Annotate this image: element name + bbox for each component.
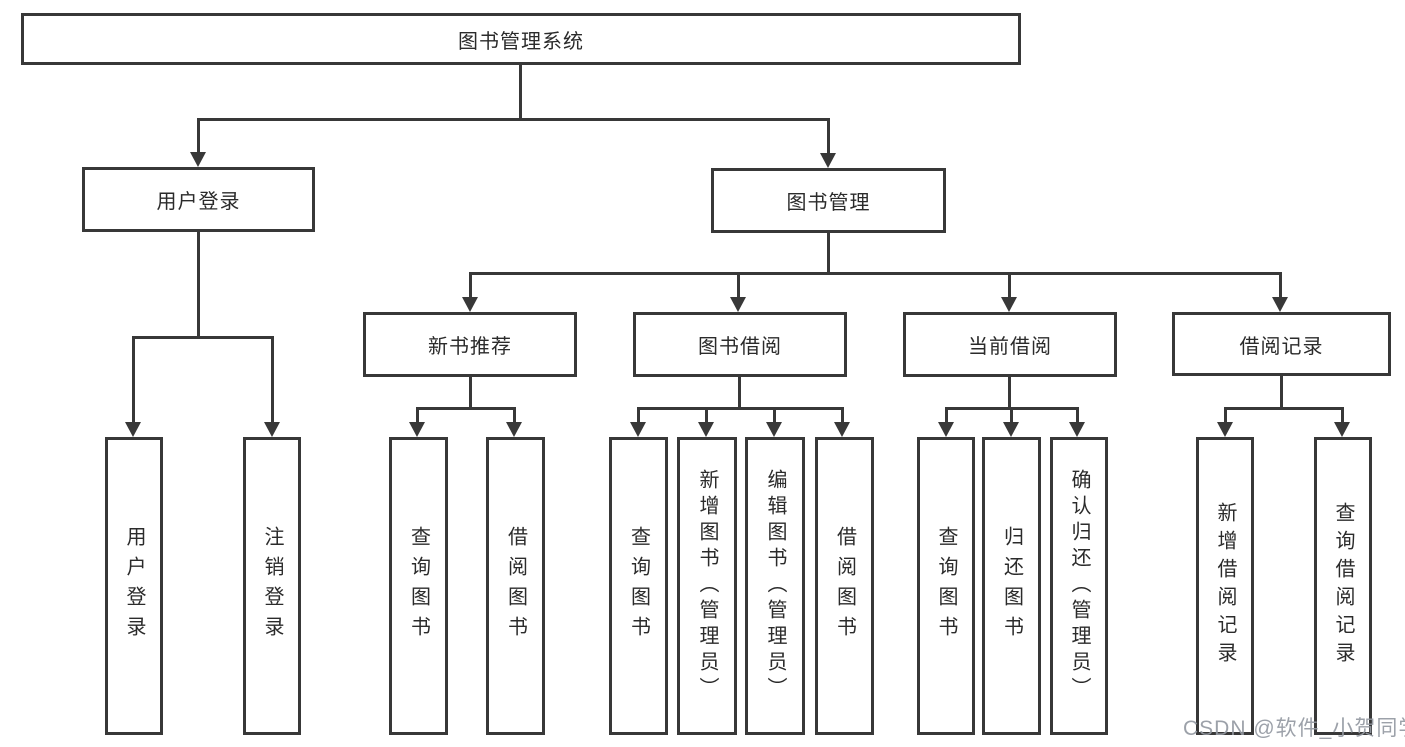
leaf-cb-return-book-label: 归还图书: [1000, 526, 1023, 646]
node-root: 图书管理系统: [21, 13, 1021, 65]
leaf-br-query-record: 查询借阅记录: [1314, 437, 1372, 735]
connector-drop-bb-query: [637, 407, 640, 423]
node-book-borrow-label: 图书借阅: [698, 336, 782, 358]
arrowhead-rec-query: [409, 422, 425, 437]
leaf-rec-query-book: 查询图书: [389, 437, 448, 735]
arrowhead-rec-borrow: [506, 422, 522, 437]
node-book-borrow: 图书借阅: [633, 312, 847, 377]
arrowhead-cb-confirm: [1069, 422, 1085, 437]
leaf-br-query-record-label: 查询借阅记录: [1332, 502, 1354, 670]
connector-book-borrow-bus: [637, 407, 844, 410]
leaf-rec-borrow-book-label: 借阅图书: [504, 526, 527, 646]
connector-borrow-record-stem: [1280, 376, 1283, 407]
connector-drop-bb-edit: [773, 407, 776, 423]
arrowhead-bb-borrow: [834, 422, 850, 437]
leaf-bb-edit-book: 编辑图书（管理员）: [745, 437, 805, 735]
arrowhead-bb-query: [630, 422, 646, 437]
arrowhead-current-borrow: [1001, 297, 1017, 312]
arrowhead-cb-return: [1003, 422, 1019, 437]
arrowhead-book-mgmt: [820, 153, 836, 168]
connector-drop-current-borrow: [1008, 272, 1011, 298]
leaf-logout: 注销登录: [243, 437, 301, 735]
arrowhead-book-borrow: [730, 297, 746, 312]
connector-drop-book-borrow: [737, 272, 740, 298]
leaf-bb-add-book: 新增图书（管理员）: [677, 437, 737, 735]
leaf-user-login-label: 用户登录: [123, 526, 145, 646]
connector-user-login-stem: [197, 232, 200, 336]
connector-drop-bb-add: [705, 407, 708, 423]
connector-drop-rec-borrow: [513, 407, 516, 423]
connector-root-bus: [197, 118, 830, 121]
connector-drop-new-book-rec: [469, 272, 472, 298]
connector-drop-leaf-user-login: [132, 336, 135, 423]
leaf-cb-confirm-return-label: 确认归还（管理员）: [1068, 469, 1090, 703]
node-new-book-rec: 新书推荐: [363, 312, 577, 377]
arrowhead-borrow-record: [1272, 297, 1288, 312]
connector-new-book-rec-bus: [416, 407, 516, 410]
connector-drop-bb-borrow: [841, 407, 844, 423]
leaf-cb-return-book: 归还图书: [982, 437, 1041, 735]
leaf-rec-borrow-book: 借阅图书: [486, 437, 545, 735]
leaf-rec-query-book-label: 查询图书: [407, 526, 430, 646]
node-user-login-label: 用户登录: [156, 191, 241, 213]
node-current-borrow: 当前借阅: [903, 312, 1117, 377]
leaf-bb-query-book-label: 查询图书: [627, 526, 650, 646]
leaf-user-login: 用户登录: [105, 437, 163, 735]
connector-drop-book-mgmt: [827, 118, 830, 154]
connector-book-borrow-stem: [738, 377, 741, 407]
node-new-book-rec-label: 新书推荐: [428, 336, 512, 358]
connector-drop-br-query: [1341, 407, 1344, 423]
arrowhead-leaf-user-login: [125, 422, 141, 437]
leaf-bb-query-book: 查询图书: [609, 437, 668, 735]
arrowhead-user-login: [190, 152, 206, 167]
arrowhead-bb-edit: [766, 422, 782, 437]
node-current-borrow-label: 当前借阅: [968, 336, 1052, 358]
connector-book-mgmt-stem: [827, 233, 830, 272]
connector-drop-cb-return: [1010, 407, 1013, 423]
leaf-bb-borrow-book: 借阅图书: [815, 437, 874, 735]
connector-drop-borrow-record: [1279, 272, 1282, 298]
node-user-login: 用户登录: [82, 167, 315, 232]
connector-borrow-record-bus: [1224, 407, 1344, 410]
arrowhead-leaf-logout: [264, 422, 280, 437]
leaf-bb-add-book-label: 新增图书（管理员）: [696, 469, 718, 703]
connector-book-mgmt-bus: [469, 272, 1282, 275]
leaf-bb-edit-book-label: 编辑图书（管理员）: [764, 469, 786, 703]
leaf-bb-borrow-book-label: 借阅图书: [833, 526, 856, 646]
connector-drop-br-add: [1224, 407, 1227, 423]
connector-root-stem: [519, 64, 522, 118]
leaf-cb-confirm-return: 确认归还（管理员）: [1050, 437, 1108, 735]
leaf-logout-label: 注销登录: [261, 526, 283, 646]
node-borrow-record-label: 借阅记录: [1239, 335, 1324, 358]
connector-drop-rec-query: [416, 407, 419, 423]
connector-user-login-bus: [132, 336, 274, 339]
leaf-br-add-record: 新增借阅记录: [1196, 437, 1254, 735]
arrowhead-bb-add: [698, 422, 714, 437]
connector-drop-user-login: [197, 118, 200, 154]
leaf-br-add-record-label: 新增借阅记录: [1214, 502, 1236, 670]
connector-drop-cb-query: [945, 407, 948, 423]
arrowhead-new-book-rec: [462, 297, 478, 312]
arrowhead-br-add: [1217, 422, 1233, 437]
csdn-watermark: CSDN @软件_小贺同学: [1183, 717, 1405, 740]
node-borrow-record: 借阅记录: [1172, 312, 1391, 376]
arrowhead-cb-query: [938, 422, 954, 437]
node-root-label: 图书管理系统: [458, 30, 584, 53]
connector-drop-cb-confirm: [1076, 407, 1079, 423]
connector-new-book-rec-stem: [469, 377, 472, 407]
connector-drop-leaf-logout: [271, 336, 274, 423]
arrowhead-br-query: [1334, 422, 1350, 437]
node-book-mgmt: 图书管理: [711, 168, 946, 233]
node-book-mgmt-label: 图书管理: [786, 192, 871, 214]
connector-current-borrow-stem: [1008, 377, 1011, 407]
leaf-cb-query-book-label: 查询图书: [935, 526, 957, 646]
leaf-cb-query-book: 查询图书: [917, 437, 975, 735]
